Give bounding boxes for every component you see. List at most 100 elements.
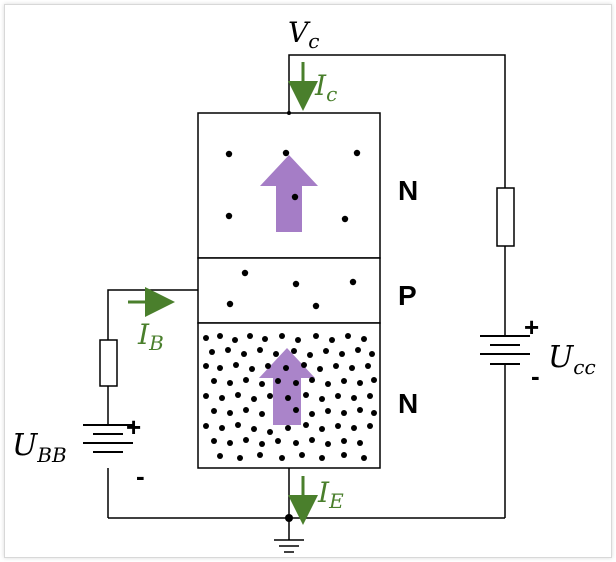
carrier-dot [227,410,233,416]
junction-dot [285,514,293,522]
carrier-dot [203,393,209,399]
carrier-dot [251,426,257,432]
carrier-dot [341,378,347,384]
carrier-dot [335,423,341,429]
carrier-dot [211,378,217,384]
carrier-dot [265,363,271,369]
carrier-dot [369,351,375,357]
base-region [197,257,381,324]
carrier-dot [247,333,253,339]
carrier-flow-arrow-emitter [259,348,315,425]
carrier-dot [341,438,347,444]
carrier-dot [295,337,301,343]
carrier-dot [259,381,265,387]
carrier-dot [259,411,265,417]
carrier-dot [209,349,215,355]
vc-label: Vc [288,16,319,53]
carrier-dot [365,363,371,369]
carrier-dot [361,455,367,461]
collector-contact-dot [287,111,291,115]
carrier-dot [335,393,341,399]
carrier-dot [227,380,233,386]
carrier-dot [351,425,357,431]
ib-label: IB [137,318,164,355]
carrier-dot [227,440,233,446]
carrier-dot [361,336,367,342]
carrier-dot [341,452,347,458]
carrier-dot [279,455,285,461]
carrier-dot [325,381,331,387]
carrier-dot [235,422,241,428]
carrier-dot [251,396,257,402]
ucc-label: Ucc [548,340,596,379]
carrier-dot [351,395,357,401]
carrier-dot [367,393,373,399]
ie-label: IE [317,476,344,513]
carrier-dot [357,380,363,386]
carrier-dot [319,426,325,432]
carrier-dot [257,452,263,458]
carrier-dot [279,333,285,339]
carrier-dot [293,407,299,413]
ucc-plus-sign: + [524,312,539,342]
ic-label: Ic [314,69,337,106]
carrier-dot [237,455,243,461]
carrier-dot [309,437,315,443]
carrier-dot [341,410,347,416]
ubb-plus-sign: + [126,412,141,442]
carrier-dot [313,333,319,339]
ubb-minus-sign: - [136,461,145,491]
carrier-dot [233,362,239,368]
carrier-dot [241,351,247,357]
carrier-dot [303,392,309,398]
carrier-dot [333,363,339,369]
carrier-dot [249,366,255,372]
resistor-icon [99,339,118,387]
carrier-dot [325,408,331,414]
carrier-dot [275,378,281,384]
carrier-dot [211,438,217,444]
ubb-label: UBB [12,428,67,467]
carrier-dot [371,410,377,416]
carrier-dot [309,377,315,383]
carrier-dots-emitter [203,333,377,461]
ucc-minus-sign: - [531,361,540,391]
carrier-dot [273,351,279,357]
carrier-dot [235,392,241,398]
carrier-dot [371,377,377,383]
carrier-dot [219,395,225,401]
carrier-flow-arrow-collector [260,155,318,232]
carrier-dot [357,407,363,413]
ground-icon [274,539,304,553]
region-label-bottom: N [398,388,418,419]
region-label-mid: P [398,280,417,311]
carrier-dot [299,452,305,458]
carrier-dot [307,352,313,358]
carrier-dots-base [226,269,357,310]
carrier-dots-collector [225,149,361,223]
carrier-dot [309,411,315,417]
carrier-dot [293,380,299,386]
carrier-dot [232,337,238,343]
carrier-dot [319,396,325,402]
carrier-dot [283,365,289,371]
carrier-dot [217,453,223,459]
carrier-dot [262,336,268,342]
carrier-dot [325,441,331,447]
carrier-dot [203,363,209,369]
carrier-dot [355,347,361,353]
carrier-dot [211,408,217,414]
carrier-dot [345,333,351,339]
carrier-dot [257,347,263,353]
carrier-dot [367,423,373,429]
carrier-dot [225,347,231,353]
carrier-dot [357,440,363,446]
carrier-dot [267,429,273,435]
resistor-icon [496,187,515,247]
carrier-dot [339,351,345,357]
carrier-dot [203,423,209,429]
carrier-dot [285,395,291,401]
carrier-dot [301,362,307,368]
carrier-dot [293,440,299,446]
